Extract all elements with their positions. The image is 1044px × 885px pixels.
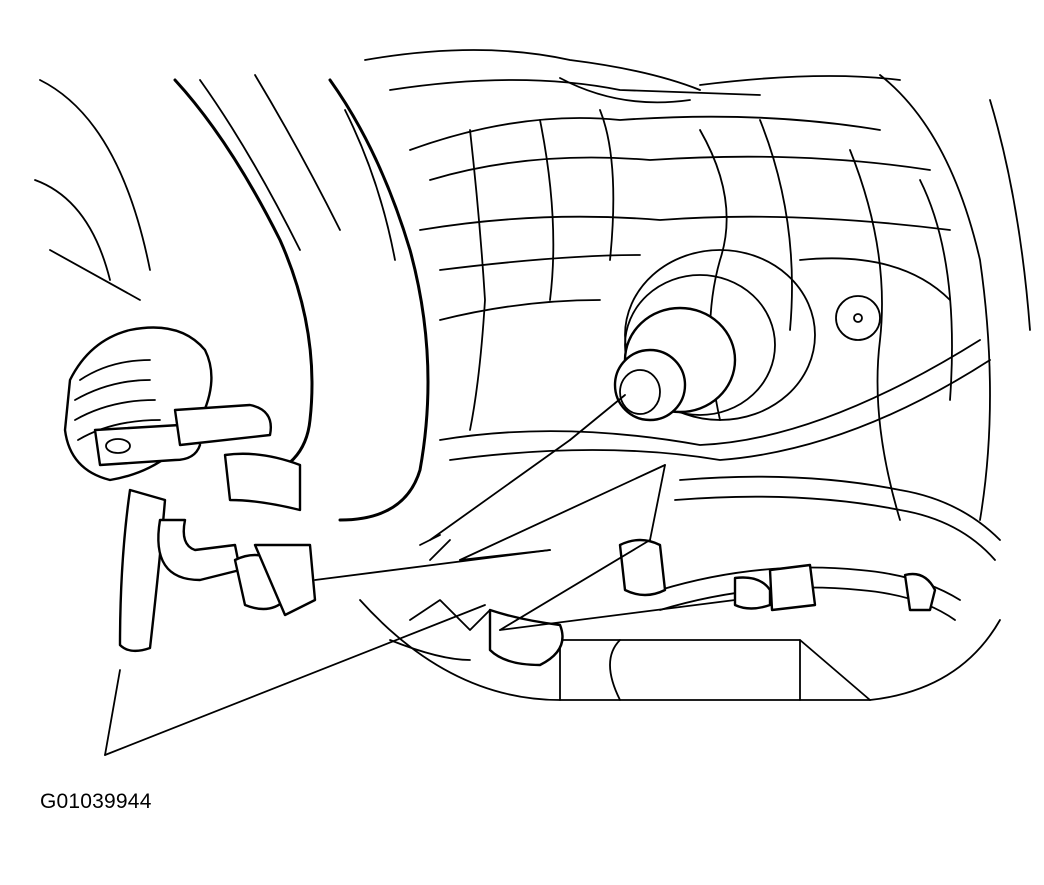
exhaust-pipe [173,78,430,522]
engine-housing [34,49,1031,701]
callout-lines [104,394,736,756]
hose-connector-left [63,326,317,653]
figure-id-label: G01039944 [40,790,152,813]
lower-hoses [409,475,1001,667]
round-fitting [613,249,816,422]
